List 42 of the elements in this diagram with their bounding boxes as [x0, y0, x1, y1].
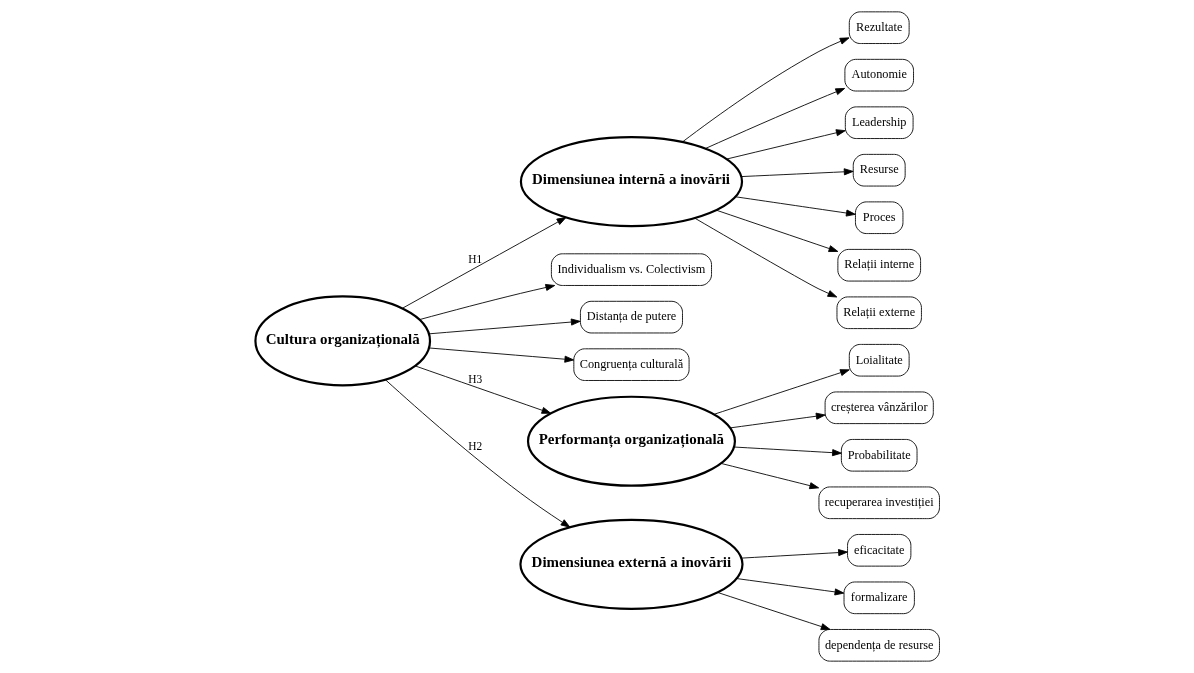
arrow [716, 592, 830, 631]
arrow [704, 88, 845, 149]
node-box: Proces [854, 201, 903, 234]
node-ellipse: Cultura organizațională [253, 295, 431, 387]
arrow [720, 463, 819, 490]
arrow [715, 209, 838, 252]
arrow [681, 37, 849, 143]
node-box: Relații interne [836, 248, 921, 282]
arrow [693, 217, 837, 298]
node-box: Loialitate [848, 344, 910, 377]
node-box: Rezultate [848, 11, 910, 44]
node-box: Relații externe [836, 296, 922, 329]
node-box: recuperarea investiției [818, 486, 940, 520]
arrow [740, 168, 853, 177]
arrow [401, 217, 566, 309]
arrow [729, 412, 826, 429]
node-box: Distanța de putere [579, 300, 683, 334]
arrow [384, 379, 570, 528]
node-box: formalizare [843, 581, 915, 615]
arrow [733, 446, 842, 457]
node-box: Resurse [852, 153, 906, 187]
node-box: creșterea vânzărilor [824, 391, 934, 425]
arrow [428, 318, 581, 335]
node-ellipse: Performanța organizațională [526, 395, 736, 487]
arrow [740, 549, 848, 559]
arrow [713, 369, 850, 415]
node-box: eficacitate [846, 534, 911, 567]
arrow [413, 365, 551, 414]
edge-label: H2 [467, 440, 482, 453]
node-box: Leadership [844, 106, 914, 139]
arrow [428, 347, 574, 363]
arrow [418, 283, 555, 321]
node-box: Probabilitate [840, 439, 917, 472]
arrow [725, 129, 846, 160]
node-box: Autonomie [843, 58, 914, 92]
edge-label: H3 [467, 372, 482, 385]
edge-label: H1 [467, 252, 482, 265]
node-box: Individualism vs. Colectivism [550, 253, 712, 286]
node-box: Congruența culturală [572, 348, 690, 381]
arrow [735, 578, 844, 596]
arrow [734, 196, 856, 217]
node-box: dependența de resurse [818, 629, 940, 662]
